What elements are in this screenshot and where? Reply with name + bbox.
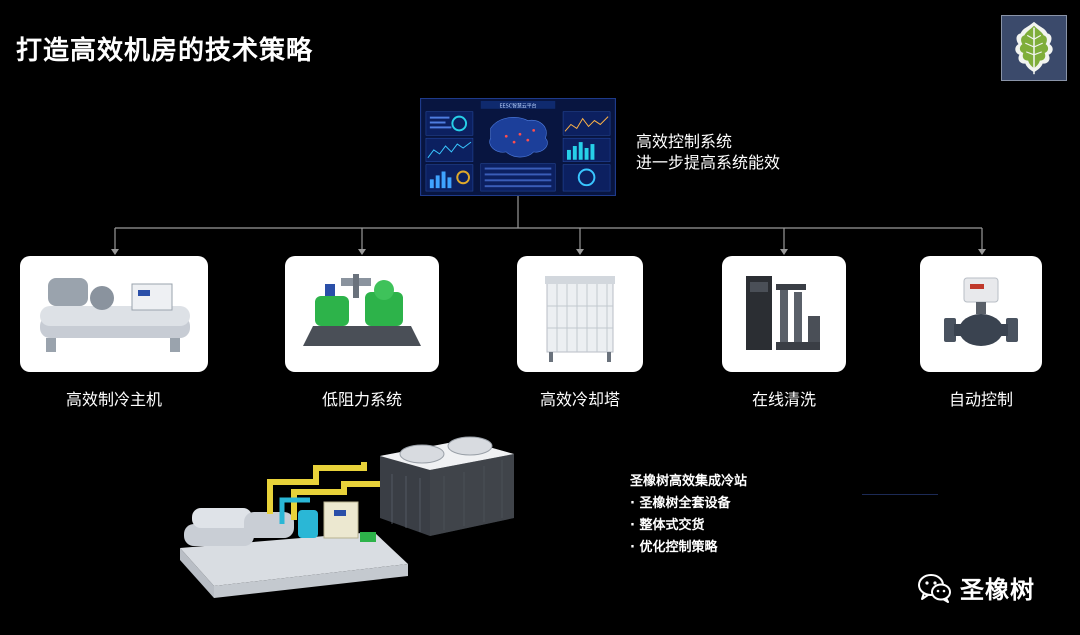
cooling-tower-icon xyxy=(545,276,615,362)
chiller-icon xyxy=(40,278,190,352)
label-online-cleaning: 在线清洗 xyxy=(751,390,817,409)
dashboard-caption-line1: 高效控制系统 xyxy=(636,132,733,151)
label-auto-control: 自动控制 xyxy=(948,390,1014,409)
cleaning-unit-icon xyxy=(746,276,820,350)
station-description: 圣橡树高效集成冷站 · 圣橡树全套设备 · 整体式交货 · 优化控制策略 xyxy=(630,471,747,559)
integrated-cooling-station-illustration xyxy=(174,428,524,606)
dashboard-screen-title: EESC智慧云平台 xyxy=(499,102,536,109)
oak-leaf-logo xyxy=(1001,15,1067,81)
page-title: 打造高效机房的技术策略 xyxy=(16,36,314,66)
card-cleaning-unit xyxy=(722,256,846,372)
station-title: 圣橡树高效集成冷站 xyxy=(630,474,748,489)
wechat-icon xyxy=(918,573,951,603)
wechat-account-name: 圣橡树 xyxy=(960,576,1035,604)
oak-leaf-icon xyxy=(1015,21,1053,75)
card-chiller xyxy=(20,256,208,372)
card-motorized-valve xyxy=(920,256,1042,372)
motorized-valve-icon xyxy=(944,277,1018,346)
decorative-divider xyxy=(862,494,938,495)
label-chiller: 高效制冷主机 xyxy=(65,390,163,409)
card-pump-skid xyxy=(285,256,439,372)
station-bullet-3: · 优化控制策略 xyxy=(630,540,718,555)
label-cooling-tower: 高效冷却塔 xyxy=(539,390,621,409)
label-low-resistance: 低阻力系统 xyxy=(321,390,403,409)
cooling-station-icon xyxy=(180,436,514,598)
pump-skid-icon xyxy=(303,274,421,346)
wechat-watermark: 圣橡树 xyxy=(918,570,1035,605)
dashboard-caption-line2: 进一步提高系统能效 xyxy=(636,153,781,172)
control-dashboard-screen: EESC智慧云平台 xyxy=(420,98,616,196)
station-bullet-1: · 圣橡树全套设备 xyxy=(630,496,731,511)
station-bullet-2: · 整体式交货 xyxy=(630,518,705,533)
dashboard-caption: 高效控制系统 进一步提高系统能效 xyxy=(636,131,780,173)
card-cooling-tower xyxy=(517,256,643,372)
